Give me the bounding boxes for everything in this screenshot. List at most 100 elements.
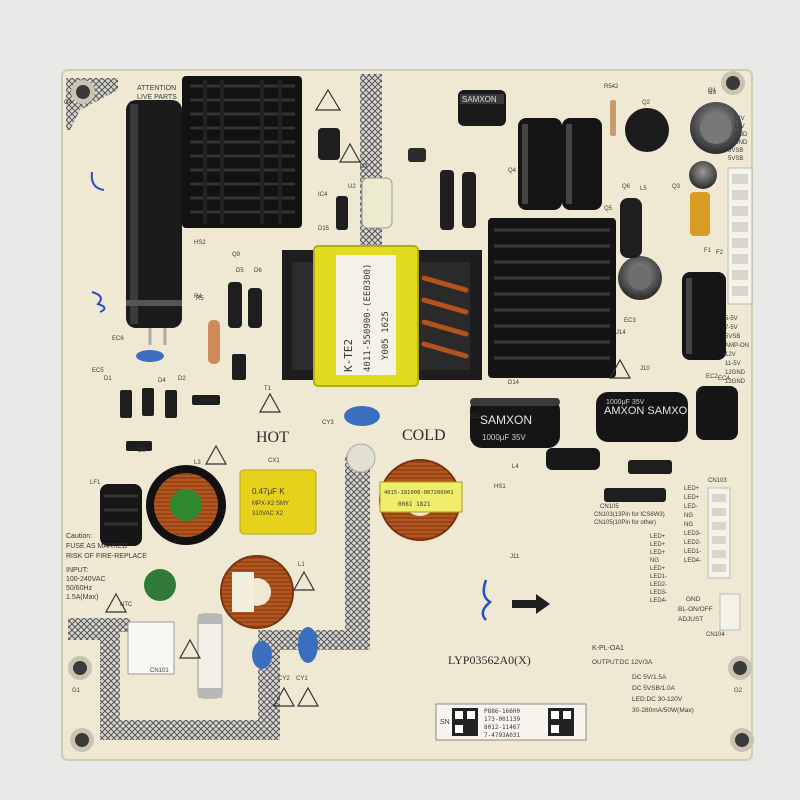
serial-line-4: 7-4793A031	[484, 732, 521, 739]
capacitor-samxon-2-rating: 1000μF 35V	[606, 399, 645, 406]
attention-label-1: ATTENTION	[137, 85, 176, 92]
ref-designator: EC1	[470, 414, 482, 420]
pin-label: LED1-	[650, 574, 667, 580]
hatch-left-mid	[68, 618, 130, 632]
mount-hole-br2	[730, 728, 754, 752]
pin-label: LED1-	[684, 549, 701, 555]
model-number: LYP03562A0(X)	[448, 653, 531, 667]
serial-sticker	[435, 703, 587, 741]
choke-tag-line1: 4015-181000-007200001	[384, 490, 454, 496]
ref-designator: F1	[704, 248, 712, 254]
pin-label: 5VSB	[728, 156, 743, 162]
corner-label-g4: G4	[64, 100, 73, 106]
pin-label: NG	[684, 522, 693, 528]
caution-line-2: FUSE AS MARKED	[66, 543, 127, 550]
ref-designator: CY2	[278, 676, 290, 682]
capacitor-top-samxon	[458, 90, 506, 126]
ref-designator: Q4	[508, 168, 517, 174]
pin-label: LED-	[684, 504, 698, 510]
board-code: K-PL-OA1	[592, 645, 624, 652]
choke-l4	[379, 459, 463, 541]
ref-designator: CN104	[706, 632, 725, 638]
ref-designator: R4	[194, 294, 202, 300]
caution-line-3: RISK OF FIRE-REPLACE	[66, 553, 147, 560]
pin-label: 11-5V	[725, 361, 741, 367]
pin-label: 5VSB	[725, 334, 740, 340]
connector-cn104	[727, 167, 753, 305]
ref-designator: R542	[604, 84, 619, 90]
ref-designator: CN101	[150, 668, 169, 674]
ref-designator: J11	[510, 554, 520, 560]
ref-designator: HS2	[194, 240, 206, 246]
ref-designator: Q9	[232, 252, 241, 258]
cold-label: COLD	[402, 427, 446, 444]
ref-designator: L5	[640, 186, 647, 192]
led-pins: LED+ LED+ LED- NG NG LED3- LED2- LED1- L…	[684, 486, 701, 564]
ref-designator: IC4	[318, 192, 328, 198]
ref-designator: HS1	[494, 484, 506, 490]
pin-label: GND	[734, 132, 748, 138]
bl-label-gnd: GND	[686, 596, 701, 603]
connector-cn103	[707, 487, 731, 579]
output-line-4: LED:DC 30-120V	[632, 696, 683, 703]
ref-designator: NTC	[120, 602, 133, 608]
y-capacitors	[136, 350, 380, 669]
choke-l1	[220, 555, 294, 629]
warning-icon	[104, 88, 632, 707]
hot-label: HOT	[256, 429, 289, 446]
capacitor-samxon-1	[470, 398, 560, 448]
marker-stroke-blue-2	[91, 291, 106, 313]
ref-designator: D5	[236, 268, 244, 274]
output-line-1: OUTPUT:DC 12V/3A	[592, 659, 653, 666]
serial-line-2: 173-001139	[484, 716, 521, 723]
ref-designator: LF1	[90, 480, 101, 486]
heatsink-hs1	[182, 76, 302, 228]
output-line-5: 30-280mA/50W(Max)	[632, 707, 694, 714]
ref-designator: D15	[318, 226, 330, 232]
corner-label-g2: G2	[734, 688, 743, 694]
ref-designator: EC6	[112, 336, 124, 342]
connector-cn101	[127, 621, 175, 675]
ref-designator: CY1	[296, 676, 308, 682]
cx1-sticker-2: MPX-X2 SMY	[252, 501, 289, 507]
pin-label: 12V	[725, 352, 736, 358]
ref-designator: D2	[178, 376, 186, 382]
ref-designator: Q5	[604, 206, 613, 212]
varistor-green	[144, 569, 176, 601]
output-line-3: DC 5VSB/1.0A	[632, 685, 676, 692]
pin-label: LED+	[650, 542, 666, 548]
mount-hole-bl2	[70, 728, 94, 752]
capacitor-round-q1	[625, 102, 742, 154]
ref-designator: D14	[508, 380, 520, 386]
capacitor-ec5-vertical	[682, 272, 726, 360]
ref-designator: CY3	[322, 420, 334, 426]
input-line-2: 100-240VAC	[66, 576, 106, 583]
pin-label: NG	[684, 513, 693, 519]
ref-designator: U2	[348, 184, 356, 190]
capacitor-pair-ec3	[518, 118, 602, 210]
ref-designator: J14	[616, 330, 626, 336]
main-transformer	[282, 245, 482, 387]
pin-label: 12V	[734, 116, 745, 122]
bulk-capacitor-ec6	[126, 100, 182, 345]
pin-label: LED+	[650, 566, 666, 572]
led-pins-2: LED+ LED+ LED+ NG LED+ LED1- LED2- LED3-…	[650, 534, 667, 604]
x-capacitor-cx1	[239, 469, 317, 535]
cx1-sticker-3: 310VAC X2	[252, 511, 284, 517]
attention-label-2: LIVE PARTS	[137, 94, 177, 101]
ref-designator: Q1	[708, 88, 717, 94]
ref-designator: J10	[640, 366, 650, 372]
mount-hole-tl	[71, 80, 95, 104]
ref-designator: L3	[194, 460, 201, 466]
connector-bl	[719, 593, 741, 631]
corner-label-g3: G3	[708, 90, 717, 96]
capacitor-samxon-1-label: SAMXON	[480, 413, 532, 427]
capacitor-samxon-2-label: AMXON SAMXO	[604, 405, 688, 417]
ref-designator: F2	[716, 250, 724, 256]
ref-designator: D4	[158, 378, 166, 384]
ref-designator: U1	[360, 164, 368, 170]
pin-label: LED4-	[650, 598, 667, 604]
ref-designator: CX1	[268, 458, 280, 464]
pin-label: 7-5V	[725, 325, 738, 331]
